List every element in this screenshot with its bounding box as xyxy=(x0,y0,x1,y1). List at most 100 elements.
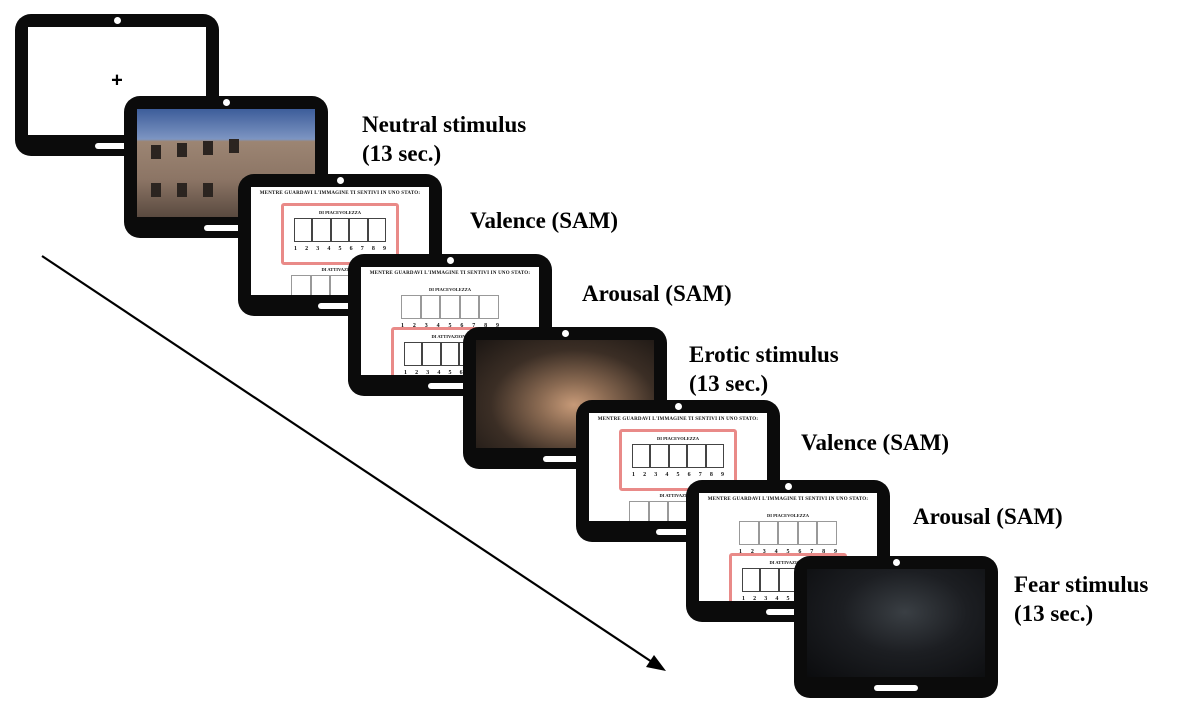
scale-number: 1 xyxy=(742,596,745,601)
scale-number: 5 xyxy=(676,472,680,478)
scale-number: 2 xyxy=(412,323,416,329)
sam-header: MENTRE GUARDAVI L'IMMAGINE TI SENTIVI IN… xyxy=(259,191,421,196)
sam-manikin-icon xyxy=(778,521,798,545)
scale-number: 2 xyxy=(753,596,757,601)
sam-manikin-icon xyxy=(440,295,460,319)
sam-manikin-icon xyxy=(668,444,688,468)
scale-number: 3 xyxy=(762,549,766,555)
sam-manikin-icon xyxy=(420,295,441,319)
scale-number: 1 xyxy=(739,549,742,555)
fear-stimulus-caption: Fear stimulus (13 sec.) xyxy=(1014,572,1149,626)
scale-number: 5 xyxy=(448,323,452,329)
scale-numbers: 1 2 3 4 5 6 7 8 9 xyxy=(739,549,837,555)
sam-manikin-icon xyxy=(629,501,649,521)
scale-number: 4 xyxy=(665,472,669,478)
scale-number: 1 xyxy=(294,246,297,252)
scale-number: 9 xyxy=(496,323,499,329)
scale-number: 8 xyxy=(822,549,826,555)
home-button-icon xyxy=(874,685,918,691)
scale-number: 2 xyxy=(750,549,754,555)
scale-number: 4 xyxy=(775,596,779,601)
sam-manikin-icon xyxy=(705,444,725,468)
scale-number: 6 xyxy=(459,370,463,375)
fixation-tablet: + xyxy=(15,14,219,156)
scale-number: 8 xyxy=(484,323,488,329)
fear-stimulus-image xyxy=(807,569,985,677)
scale-number: 3 xyxy=(764,596,768,601)
scale-number: 2 xyxy=(415,370,419,375)
sam-manikin-icon xyxy=(459,295,480,319)
camera-icon xyxy=(336,177,344,184)
camera-icon xyxy=(446,257,454,264)
scale-number: 2 xyxy=(643,472,647,478)
home-button-icon xyxy=(204,225,248,231)
scale-number: 7 xyxy=(810,549,814,555)
fixation-cross: + xyxy=(111,69,123,92)
sam-manikin-icon xyxy=(330,275,350,295)
sam-manikin-icon xyxy=(758,521,779,545)
sam-manikin-icon xyxy=(440,342,460,366)
valence-sam-tablet-2: MENTRE GUARDAVI L'IMMAGINE TI SENTIVI IN… xyxy=(576,400,780,542)
scale-number: 1 xyxy=(401,323,404,329)
camera-icon xyxy=(784,483,792,490)
sam-manikin-icon xyxy=(760,568,779,592)
scale-number: 3 xyxy=(654,472,658,478)
home-button-icon xyxy=(656,529,700,535)
home-button-icon xyxy=(318,303,362,309)
sam-manikin-icon xyxy=(401,295,421,319)
scale-number: 4 xyxy=(327,246,331,252)
valence-caption-2: Valence (SAM) xyxy=(801,430,949,455)
sam-manikin-icon xyxy=(817,521,837,545)
sam-manikin-icon xyxy=(650,444,669,468)
scale-number: 8 xyxy=(371,246,375,252)
sam-manikin-icon xyxy=(312,218,331,242)
scale-number: 3 xyxy=(316,246,320,252)
scale-number: 5 xyxy=(786,549,790,555)
sam-header: MENTRE GUARDAVI L'IMMAGINE TI SENTIVI IN… xyxy=(597,417,759,422)
scale-number: 5 xyxy=(448,370,452,375)
scale-number: 7 xyxy=(698,472,702,478)
home-button-icon xyxy=(428,383,472,389)
sam-manikin-icon xyxy=(291,275,311,295)
sam-manikin-icon xyxy=(739,521,759,545)
home-button-icon xyxy=(543,456,587,462)
scale-number: 1 xyxy=(404,370,407,375)
home-button-icon xyxy=(766,609,810,615)
neutral-stimulus-caption: Neutral stimulus (13 sec.) xyxy=(362,112,527,166)
sam-manikin-icon xyxy=(668,501,688,521)
sam-manikin-icon xyxy=(349,218,368,242)
scale-number: 1 xyxy=(632,472,635,478)
sam-manikin-icon xyxy=(422,342,441,366)
erotic-stimulus-caption: Erotic stimulus (13 sec.) xyxy=(689,342,839,396)
camera-icon xyxy=(113,17,121,24)
scale-number: 9 xyxy=(721,472,724,478)
scale-number: 7 xyxy=(360,246,364,252)
sam-manikin-icon xyxy=(294,218,313,242)
sam-manikin-icon xyxy=(330,218,350,242)
sam-manikin-icon xyxy=(687,444,706,468)
sam-manikin-icon xyxy=(479,295,499,319)
scale-number: 5 xyxy=(338,246,342,252)
camera-icon xyxy=(561,330,569,337)
camera-icon xyxy=(892,559,900,566)
sam-manikin-icon xyxy=(648,501,669,521)
arousal-caption-1: Arousal (SAM) xyxy=(582,281,732,306)
scale-number: 9 xyxy=(834,549,837,555)
scale-number: 6 xyxy=(798,549,802,555)
scale-number: 9 xyxy=(383,246,386,252)
fear-stimulus-tablet xyxy=(794,556,998,698)
scale-number: 6 xyxy=(460,323,464,329)
scale-number: 7 xyxy=(472,323,476,329)
valence-caption-1: Valence (SAM) xyxy=(470,208,618,233)
sam-manikin-icon xyxy=(310,275,331,295)
scale-number: 2 xyxy=(305,246,309,252)
scale-number: 4 xyxy=(774,549,778,555)
sam-manikin-icon xyxy=(632,444,651,468)
